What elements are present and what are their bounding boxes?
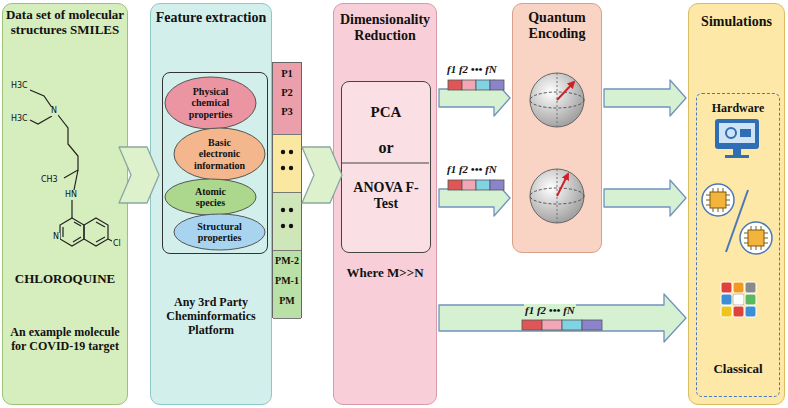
ellipse-shape xyxy=(174,214,265,250)
node-text: Any 3rd Party Cheminformatics Platform xyxy=(153,296,269,337)
node-text: Feature extraction xyxy=(153,10,269,26)
bloch-sphere xyxy=(530,169,584,223)
feature-bar: P1P2P3PM-2PM-1PM xyxy=(272,62,302,318)
node-text: Physical chemical properties xyxy=(182,86,240,120)
node-text: Atomic species xyxy=(182,186,240,208)
node-text: P2 xyxy=(275,87,299,99)
ellipse-shape xyxy=(174,128,265,180)
ellipse-shape xyxy=(165,77,256,129)
reduction-panel: Dimensionality ReductionWhere M>>N PCA orA… xyxy=(333,3,437,405)
node-text: P3 xyxy=(275,106,299,118)
atom-label: Cl xyxy=(112,240,122,249)
block-arrow xyxy=(604,80,686,116)
node-text: Quantum Encoding xyxy=(515,10,599,42)
divider-line xyxy=(341,162,429,163)
property-circle: Atomic species xyxy=(164,178,257,216)
property-circle: Structural properties xyxy=(173,213,266,251)
vector-label: f1 f2 ••• fN xyxy=(446,63,498,75)
property-circle: Basic electronic information xyxy=(173,127,266,181)
node-text: P1 xyxy=(275,68,299,80)
node-text: An example molecule for COVID-19 target xyxy=(5,326,125,354)
property-circle: Physical chemical properties xyxy=(164,76,257,130)
feature-cell xyxy=(273,193,301,251)
atom-label: H3C xyxy=(10,115,29,124)
ellipse-shape xyxy=(165,179,256,215)
node-text: PM-1 xyxy=(275,275,299,287)
atom-label: HN xyxy=(64,191,78,200)
atom-label: H3C xyxy=(10,82,29,91)
node-text: Hardware xyxy=(699,102,777,116)
node-text: or xyxy=(344,139,428,157)
atom-label: N xyxy=(52,233,60,242)
block-arrow xyxy=(439,80,510,116)
vector-label: f1 f2 ••• fN xyxy=(446,163,498,175)
input-panel: Data set of molecular structures SMILES C… xyxy=(2,3,128,405)
vector-label: f1 f2 ••• fN xyxy=(524,304,576,316)
node-text: ANOVA F-Test xyxy=(344,180,428,212)
node-text: Data set of molecular structures SMILES xyxy=(5,8,125,38)
node-text: Structural properties xyxy=(191,221,249,243)
node-text: Classical xyxy=(699,362,777,377)
block-arrow xyxy=(604,180,686,216)
node-text: Where M>>N xyxy=(336,266,434,281)
node-text: Dimensionality Reduction xyxy=(336,12,434,44)
node-text: PM-2 xyxy=(275,255,299,267)
node-text: CHLOROQUINE xyxy=(5,272,125,287)
node-text: PM xyxy=(275,295,299,307)
method-box: PCA orANOVA F-Test xyxy=(341,81,431,253)
atom-label: CH3 xyxy=(40,176,59,185)
block-arrow xyxy=(439,180,510,216)
block-arrow xyxy=(439,294,686,342)
atom-label: N xyxy=(50,107,58,116)
node-text: Simulations xyxy=(691,14,782,30)
feature-panel: Feature extractionAny 3rd Party Cheminfo… xyxy=(150,3,272,405)
classical-icon xyxy=(721,282,756,317)
feature-cell xyxy=(273,135,301,193)
node-text: Basic electronic information xyxy=(191,137,249,171)
node-text: PCA xyxy=(344,104,428,121)
bloch-sphere xyxy=(530,73,584,127)
